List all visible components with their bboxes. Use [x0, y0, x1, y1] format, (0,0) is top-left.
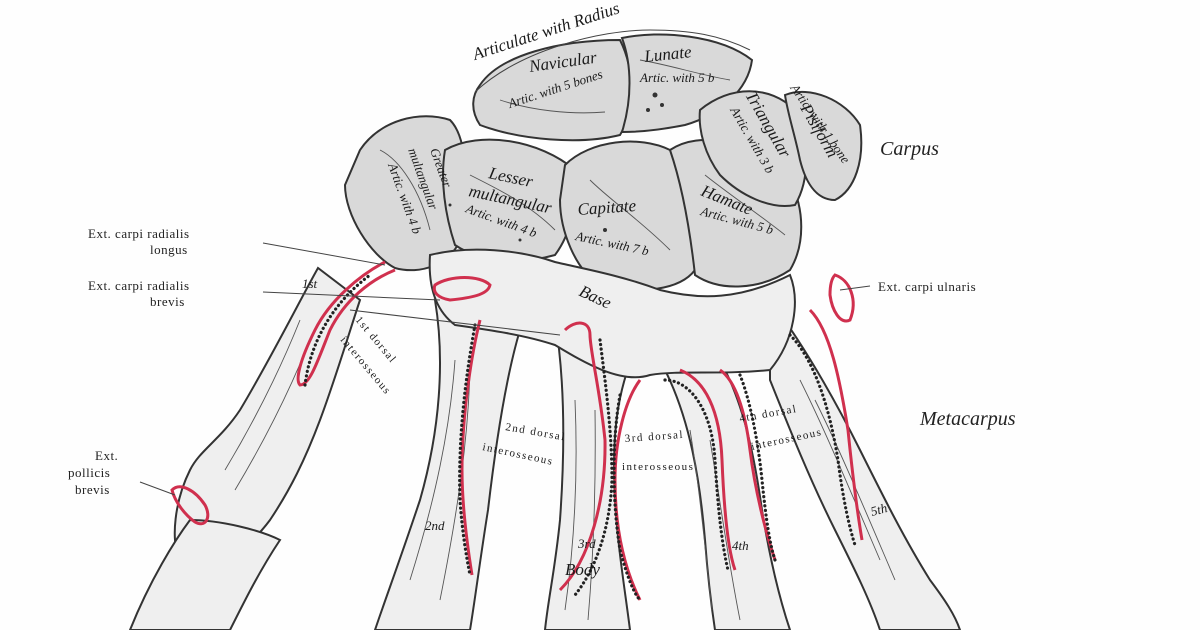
- lunate-artic-label: Artic. with 5 b: [639, 70, 715, 85]
- muscle-attachments: [170, 260, 864, 601]
- carpus-label: Carpus: [880, 138, 939, 160]
- metacarpal-5: [769, 296, 962, 630]
- carpal-shading: [379, 59, 786, 251]
- carpal-lesser-multangular: [442, 138, 578, 262]
- third-interosseous-attachment: [613, 379, 642, 601]
- carpal-pisiform: [783, 90, 863, 202]
- metacarpal-4-label: 4th: [732, 538, 749, 553]
- metacarpus-label: Metacarpus: [919, 408, 1016, 430]
- epb-label-line1: Ext.: [95, 448, 118, 463]
- third-interosseous-label-2: interosseous: [622, 461, 694, 473]
- ecu-label: Ext. carpi ulnaris: [878, 279, 976, 294]
- second-interosseous-label-1: 2nd dorsal: [504, 421, 566, 443]
- ecu-attachment: [828, 273, 855, 323]
- ecrl-attachment: [296, 260, 396, 387]
- ecrb-label-line2: brevis: [150, 294, 185, 309]
- fourth-interosseous-attachment-b: [719, 368, 777, 561]
- thumb-phalanx: [128, 518, 282, 630]
- lunate-label: Lunate: [642, 42, 692, 66]
- second-interosseous-attachment: [558, 321, 607, 592]
- epb-label-line2: pollicis: [68, 465, 110, 480]
- body-label: Body: [565, 560, 600, 579]
- epb-attachment: [170, 485, 210, 526]
- ecrl-label-line2: longus: [150, 242, 188, 257]
- metacarpal-2-label: 2nd: [425, 518, 445, 533]
- metacarpal-bases: [428, 248, 796, 379]
- capitate-label: Capitate: [577, 196, 637, 219]
- metacarpal-5-label: 5th: [869, 500, 889, 519]
- carpal-triangular: [698, 90, 808, 207]
- metacarpal-2: [373, 298, 522, 630]
- epb-label-line3: brevis: [75, 482, 110, 497]
- first-interosseous-attachment: [460, 319, 482, 576]
- interosseous-dotted-outlines: [303, 273, 857, 602]
- third-interosseous-label-1: 3rd dorsal: [624, 429, 684, 445]
- metacarpal-1-label: 1st: [302, 276, 318, 291]
- ecrb-attachment: [432, 276, 492, 302]
- leader-lines: [139, 242, 871, 496]
- metacarpal-3-label: 3rd: [577, 536, 596, 551]
- ecrb-label-line1: Ext. carpi radialis: [88, 278, 190, 293]
- radius-articulation-arc: [474, 29, 751, 93]
- ecrl-label-line1: Ext. carpi radialis: [88, 226, 190, 241]
- fourth-interosseous-attachment-a: [679, 368, 737, 571]
- fifth-interosseous-attachment: [808, 308, 864, 541]
